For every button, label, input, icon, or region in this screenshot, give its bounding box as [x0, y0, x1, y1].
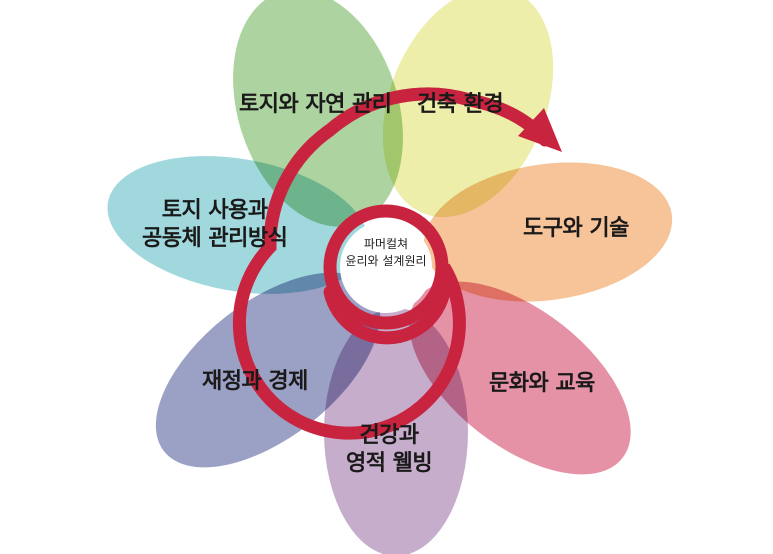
center-label-line2: 윤리와 설계원리 [345, 254, 427, 268]
label-building-text: 건축 환경 [417, 92, 504, 117]
label-tools-text: 도구와 기술 [523, 216, 629, 241]
red-spiral [232, 87, 562, 440]
label-land-tenure: 토지 사용과 공동체 관리방식 [142, 197, 288, 252]
label-building: 건축 환경 [417, 91, 504, 119]
label-land-nature: 토지와 자연 관리 [239, 91, 392, 119]
label-health: 건강과 영적 웰빙 [346, 422, 433, 477]
label-culture-text: 문화와 교육 [489, 371, 595, 396]
petal-tools [423, 162, 673, 302]
label-finance-text: 재정과 경제 [202, 369, 308, 394]
label-health-line2: 영적 웰빙 [346, 450, 433, 476]
label-tools: 도구와 기술 [523, 215, 629, 243]
label-land-tenure-line1: 토지 사용과 [161, 198, 268, 223]
label-finance: 재정과 경제 [202, 368, 308, 396]
petal-finance [155, 272, 381, 468]
label-land-nature-text: 토지와 자연 관리 [239, 92, 392, 117]
center-label: 파머컬쳐 윤리와 설계원리 [336, 236, 436, 270]
spiral-arc [232, 87, 552, 440]
spiral-arrowhead [518, 108, 562, 152]
label-health-line1: 건강과 [359, 423, 419, 448]
label-culture: 문화와 교육 [489, 370, 595, 398]
center-label-line1: 파머컬쳐 [363, 237, 409, 251]
label-land-tenure-line2: 공동체 관리방식 [142, 225, 288, 251]
center-disc [340, 221, 432, 313]
petal-land-tenure [107, 156, 369, 294]
